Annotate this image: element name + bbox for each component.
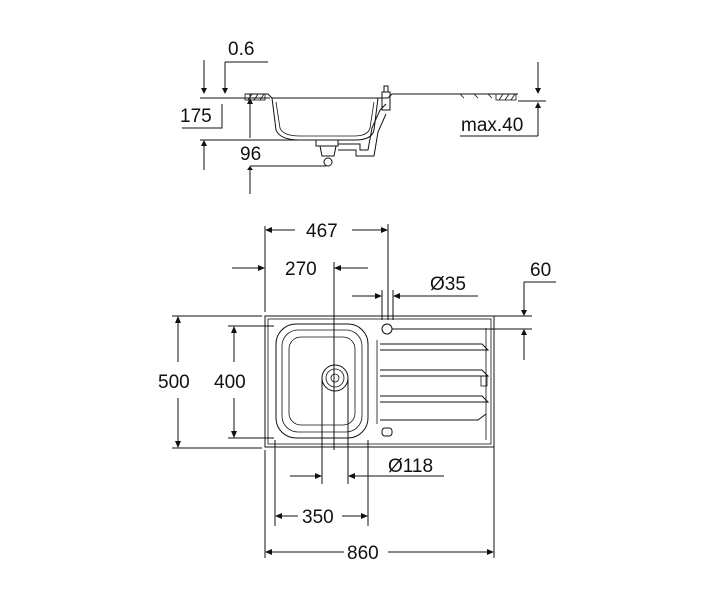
dim-bowl-width: 350 bbox=[274, 440, 369, 528]
dim-tap-hole: Ø35 bbox=[352, 274, 478, 320]
dim-drain-depth-label: 96 bbox=[240, 144, 261, 165]
dim-tap-offset-label: 60 bbox=[530, 260, 551, 281]
dim-bowl-center-label: 270 bbox=[285, 259, 317, 280]
sink-outline bbox=[264, 315, 495, 448]
dim-drain-depth: 96 bbox=[200, 139, 326, 194]
dim-bowl-center: 270 bbox=[232, 259, 368, 450]
dim-thickness: 0.6 bbox=[201, 39, 268, 94]
dim-overall-depth-label: 500 bbox=[158, 372, 190, 393]
dim-max-worktop: max.40 bbox=[460, 62, 546, 137]
dim-drain-label: Ø118 bbox=[388, 456, 433, 477]
dim-thickness-label: 0.6 bbox=[228, 39, 254, 60]
dim-tap-hole-label: Ø35 bbox=[430, 274, 466, 295]
dim-tap-offset: 60 bbox=[392, 260, 556, 360]
dim-overall-width-label: 860 bbox=[347, 543, 379, 564]
side-view-outline bbox=[244, 85, 518, 167]
dim-bowl-width-label: 350 bbox=[302, 507, 334, 528]
dim-overall-width: 860 bbox=[264, 330, 495, 564]
dim-bowl-offset-label: 467 bbox=[306, 221, 338, 242]
dim-overall-depth: 500 bbox=[158, 315, 262, 449]
dim-drain: Ø118 bbox=[290, 378, 444, 484]
side-view: 0.6 175 96 max.40 bbox=[180, 39, 546, 194]
dim-bowl-depth-label: 400 bbox=[214, 372, 246, 393]
dim-depth: 175 bbox=[180, 97, 270, 138]
dim-bowl-offset: 467 bbox=[264, 221, 389, 320]
top-view: 467 270 Ø35 bbox=[158, 221, 556, 564]
dim-bowl-depth: 400 bbox=[214, 325, 274, 439]
dim-max-worktop-label: max.40 bbox=[461, 115, 523, 136]
dim-depth-label: 175 bbox=[180, 106, 212, 127]
